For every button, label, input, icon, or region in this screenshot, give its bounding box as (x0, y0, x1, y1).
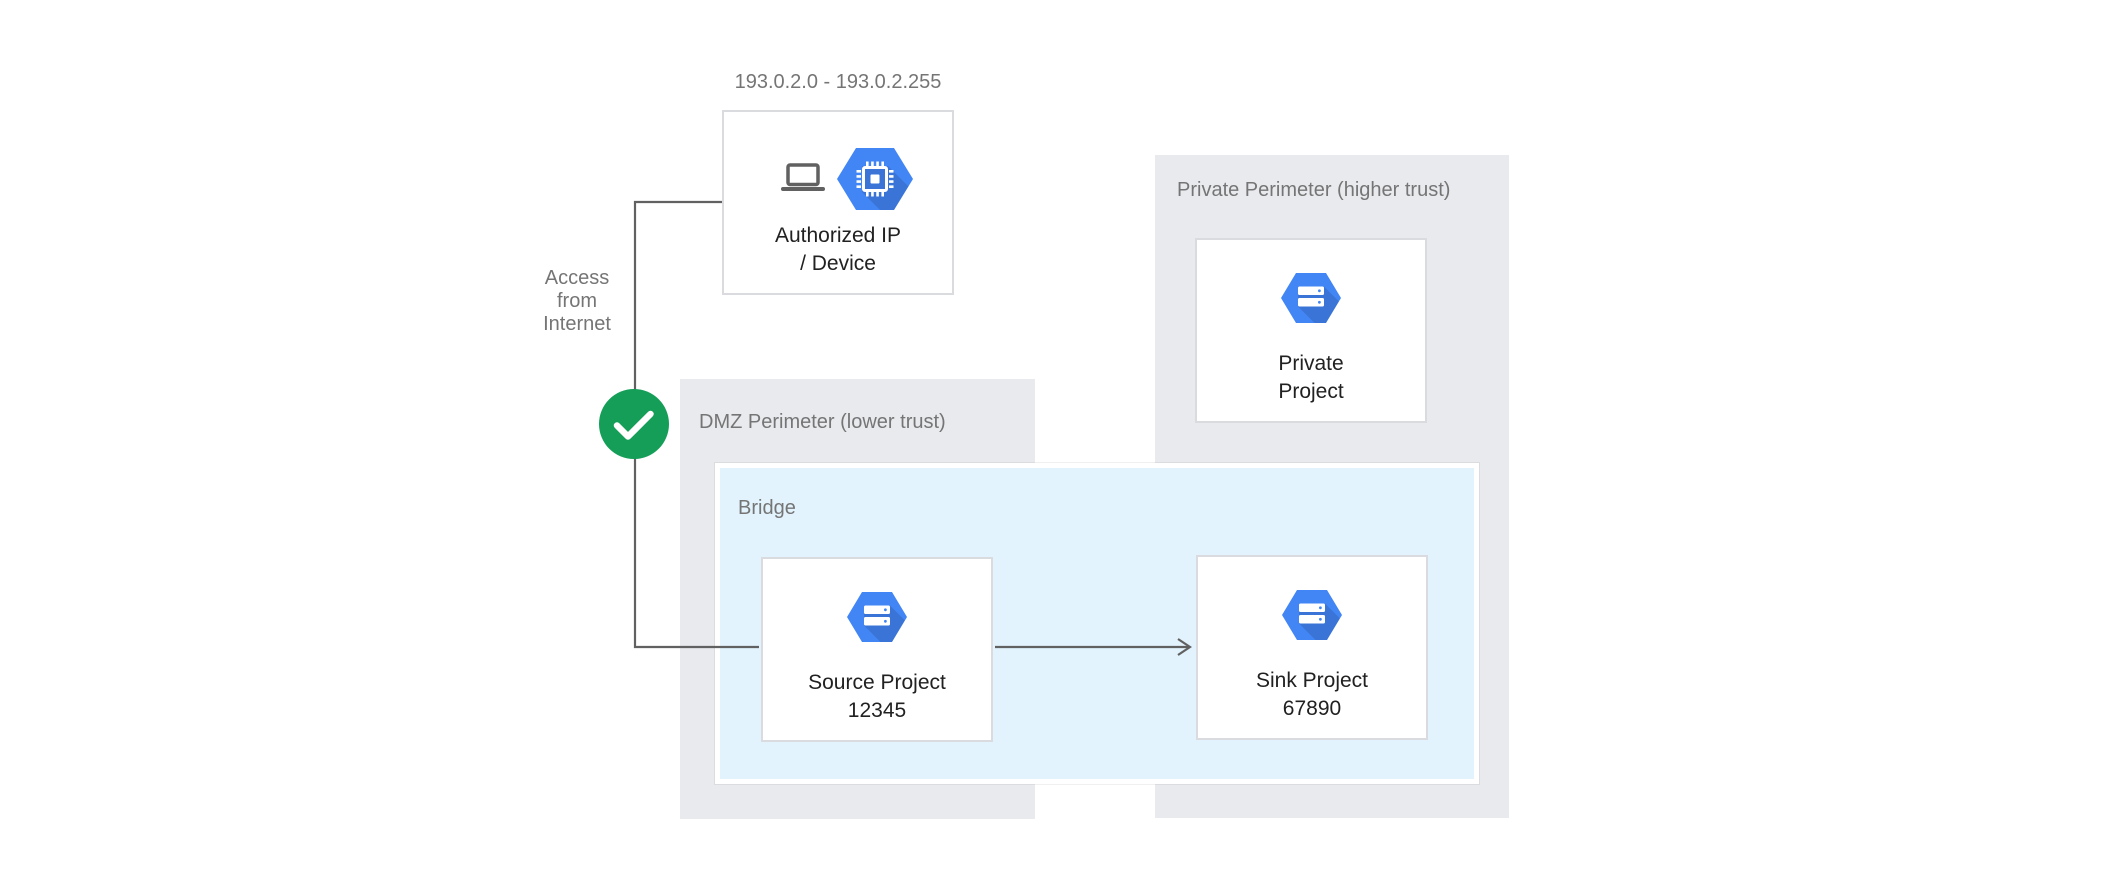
servers-hexagon-icon (1281, 273, 1341, 323)
sink-project-label-line1: Sink Project (1255, 669, 1369, 692)
private-project-label-line1: Private (1278, 352, 1344, 375)
chip-hexagon-icon (837, 148, 913, 210)
bridge-region: Bridge Source Project 12345 Sink Project… (715, 463, 1479, 784)
access-label-line3: Internet (543, 313, 611, 335)
access-from-internet-label: Access from Internet (534, 267, 620, 336)
servers-hexagon-icon (1282, 590, 1342, 640)
source-project-label-line1: Source Project (808, 671, 946, 694)
servers-hexagon-icon (847, 592, 907, 642)
sink-project-label-line2: 67890 (1282, 697, 1342, 720)
authorized-ip-device-label: Authorized IP / Device (724, 222, 952, 278)
access-allowed-check-badge (599, 389, 669, 459)
bridge-label: Bridge (738, 497, 796, 519)
authorized-ip-device-box: Authorized IP / Device (722, 110, 954, 295)
private-project-box: Private Project (1195, 238, 1427, 423)
sink-project-box: Sink Project 67890 (1196, 555, 1428, 740)
authorized-label-line2: / Device (800, 252, 876, 275)
ip-range-label: 193.0.2.0 - 193.0.2.255 (734, 71, 942, 93)
access-label-line1: Access (544, 267, 610, 289)
private-project-label: Private Project (1197, 350, 1425, 406)
laptop-icon (780, 163, 826, 192)
access-label-line2: from (557, 290, 597, 312)
authorized-label-line1: Authorized IP (774, 224, 902, 247)
source-project-label: Source Project 12345 (763, 669, 991, 725)
private-perimeter-label: Private Perimeter (higher trust) (1177, 179, 1451, 201)
private-project-label-line2: Project (1278, 380, 1344, 403)
source-project-box: Source Project 12345 (761, 557, 993, 742)
source-project-label-line2: 12345 (847, 699, 907, 722)
sink-project-label: Sink Project 67890 (1198, 667, 1426, 723)
dmz-perimeter-label: DMZ Perimeter (lower trust) (699, 411, 946, 433)
check-icon (599, 389, 669, 459)
